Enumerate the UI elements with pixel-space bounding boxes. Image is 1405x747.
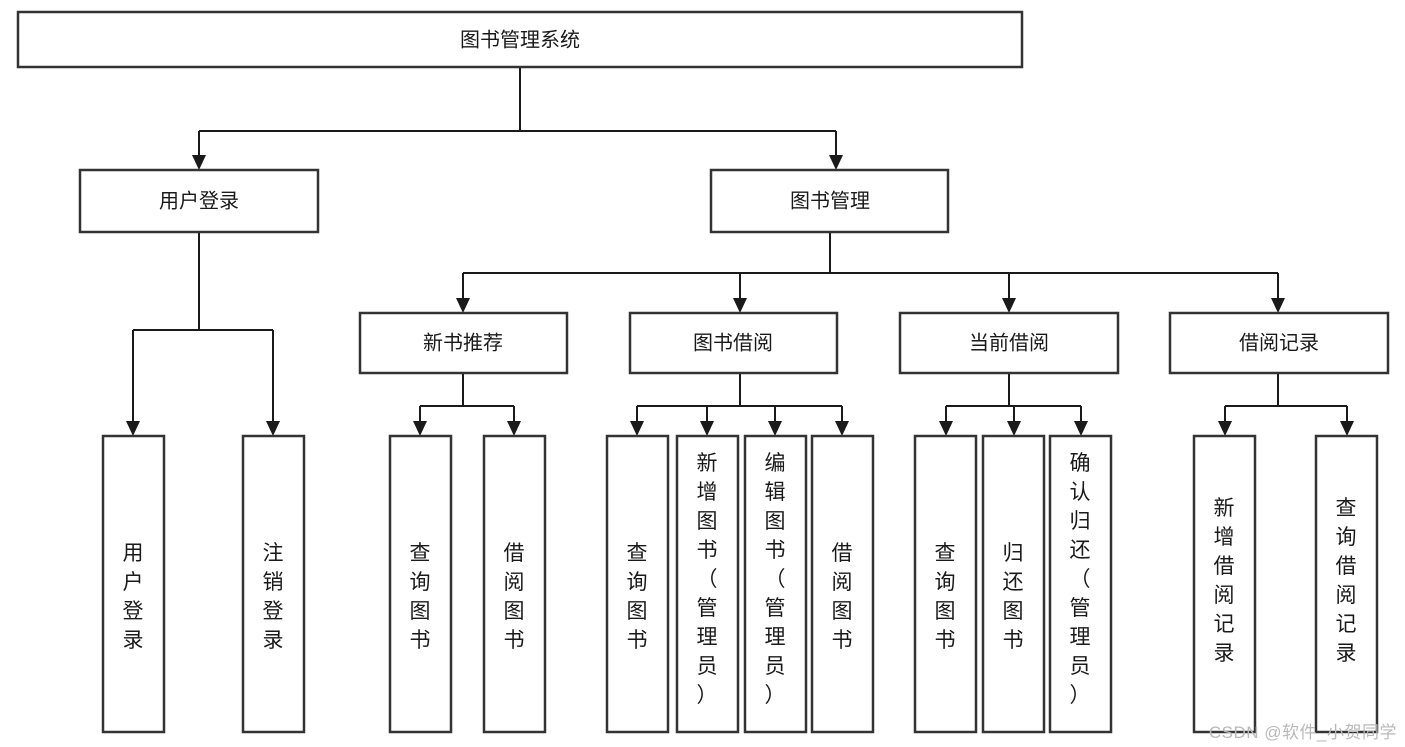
node-root-label: 图书管理系统 [460, 28, 580, 51]
arrowhead-leaf-borrow-book-1 [507, 421, 521, 436]
node-leaf-borrow-book-2[interactable]: 借阅图书 [810, 434, 875, 734]
arrowhead-leaf-user-login [126, 421, 140, 436]
node-leaf-borrow-book-1[interactable]: 借阅图书 [482, 434, 547, 734]
node-leaf-confirm-return-box[interactable] [1048, 434, 1113, 734]
arrowhead-leaf-return-book [1007, 421, 1021, 436]
node-leaf-add-book-box[interactable] [675, 434, 740, 734]
node-leaf-add-book-label: 新增图书（管理员） [697, 452, 718, 707]
node-root[interactable]: 图书管理系统 [16, 10, 1024, 69]
node-user-login-box[interactable] [78, 168, 320, 234]
node-leaf-query-book-1[interactable]: 查询图书 [388, 434, 453, 734]
node-leaf-query-book-1-label: 查询图书 [410, 542, 431, 652]
node-current-borrow[interactable]: 当前借阅 [898, 311, 1120, 375]
node-leaf-query-book-2-box[interactable] [605, 434, 670, 734]
arrowhead-leaf-query-book-1 [413, 421, 427, 436]
node-book-borrow-box[interactable] [628, 311, 839, 375]
node-borrow-record-label: 借阅记录 [1239, 331, 1319, 354]
node-leaf-user-login[interactable]: 用户登录 [101, 434, 166, 734]
arrowhead-leaf-query-book-3 [939, 421, 953, 436]
node-user-login-label: 用户登录 [159, 189, 239, 212]
node-leaf-return-book[interactable]: 归还图书 [981, 434, 1046, 734]
node-leaf-confirm-return-label: 确认归还（管理员） [1070, 452, 1091, 707]
node-borrow-record-box[interactable] [1168, 311, 1390, 375]
arrowhead-leaf-edit-book [768, 421, 782, 436]
arrowhead-book-borrow [733, 298, 747, 313]
arrowhead-leaf-add-book [700, 421, 714, 436]
node-leaf-query-book-2-label: 查询图书 [627, 542, 648, 652]
node-leaf-add-record[interactable]: 新增借阅记录 [1192, 434, 1257, 734]
node-root-box[interactable] [16, 10, 1024, 69]
node-leaf-query-book-3-box[interactable] [913, 434, 978, 734]
node-book-borrow[interactable]: 图书借阅 [628, 311, 839, 375]
csdn-watermark: CSDN @软件_小贺同学 [1208, 723, 1397, 742]
node-book-borrow-label: 图书借阅 [693, 331, 773, 354]
node-leaf-borrow-book-1-box[interactable] [482, 434, 547, 734]
arrowhead-user-login [192, 155, 206, 170]
arrowhead-leaf-query-book-2 [630, 421, 644, 436]
node-current-borrow-box[interactable] [898, 311, 1120, 375]
arrowhead-borrow-record [1271, 298, 1285, 313]
node-leaf-return-book-box[interactable] [981, 434, 1046, 734]
node-leaf-query-book-3[interactable]: 查询图书 [913, 434, 978, 734]
node-leaf-query-book-1-box[interactable] [388, 434, 453, 734]
node-leaf-edit-book-label: 编辑图书（管理员） [765, 452, 786, 707]
node-leaf-query-record[interactable]: 查询借阅记录 [1314, 434, 1379, 734]
arrowhead-leaf-query-record [1340, 421, 1354, 436]
node-leaf-add-record-label: 新增借阅记录 [1214, 497, 1235, 665]
node-book-management[interactable]: 图书管理 [709, 168, 950, 234]
arrowhead-new-book-recommend [456, 298, 470, 313]
node-book-management-label: 图书管理 [790, 189, 870, 212]
node-leaf-logout-label: 注销登录 [263, 542, 284, 652]
node-new-book-recommend[interactable]: 新书推荐 [358, 311, 569, 375]
node-leaf-borrow-book-2-box[interactable] [810, 434, 875, 734]
node-leaf-user-login-box[interactable] [101, 434, 166, 734]
node-borrow-record[interactable]: 借阅记录 [1168, 311, 1390, 375]
node-leaf-return-book-label: 归还图书 [1003, 542, 1024, 652]
node-leaf-edit-book[interactable]: 编辑图书（管理员） [743, 434, 808, 734]
node-new-book-recommend-box[interactable] [358, 311, 569, 375]
node-new-book-recommend-label: 新书推荐 [423, 331, 503, 354]
arrowhead-leaf-logout [266, 421, 280, 436]
arrowhead-leaf-add-record [1218, 421, 1232, 436]
node-leaf-edit-book-box[interactable] [743, 434, 808, 734]
node-user-login[interactable]: 用户登录 [78, 168, 320, 234]
node-leaf-add-record-box[interactable] [1192, 434, 1257, 734]
node-leaf-user-login-label: 用户登录 [123, 542, 144, 652]
node-leaf-add-book[interactable]: 新增图书（管理员） [675, 434, 740, 734]
node-leaf-query-record-box[interactable] [1314, 434, 1379, 734]
node-leaf-query-record-label: 查询借阅记录 [1336, 497, 1357, 665]
node-leaf-logout[interactable]: 注销登录 [241, 434, 306, 734]
arrowhead-current-borrow [1002, 298, 1016, 313]
node-leaf-query-book-2[interactable]: 查询图书 [605, 434, 670, 734]
node-leaf-query-book-3-label: 查询图书 [935, 542, 956, 652]
edge-layer [126, 67, 1354, 436]
node-leaf-borrow-book-2-label: 借阅图书 [832, 542, 853, 652]
arrowhead-leaf-borrow-book-2 [835, 421, 849, 436]
arrowhead-leaf-confirm-return [1074, 421, 1088, 436]
node-book-management-box[interactable] [709, 168, 950, 234]
node-leaf-confirm-return[interactable]: 确认归还（管理员） [1048, 434, 1113, 734]
node-leaf-logout-box[interactable] [241, 434, 306, 734]
node-current-borrow-label: 当前借阅 [969, 331, 1049, 354]
arrowhead-book-management [829, 155, 843, 170]
node-leaf-borrow-book-1-label: 借阅图书 [504, 542, 525, 652]
